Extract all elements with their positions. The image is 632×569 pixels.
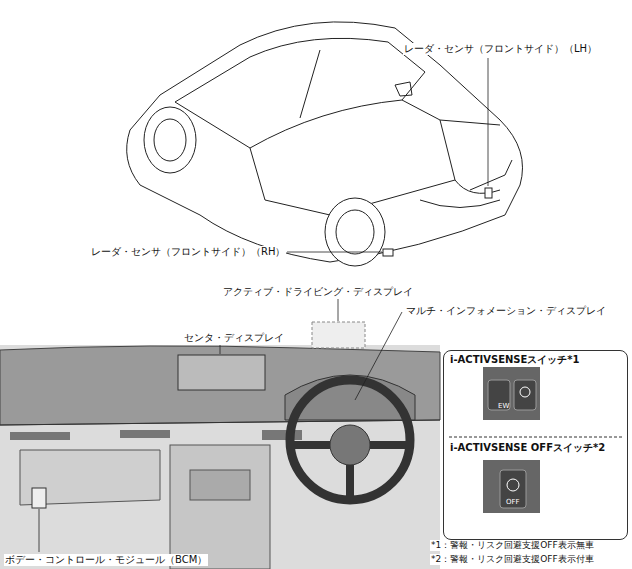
part-label: レーダ・センサ（フロントサイド）（LH） <box>403 43 598 55</box>
footnote: *2：警報・リスク回避支援OFF表示付車 <box>430 554 595 565</box>
footnote: *1：警報・リスク回避支援OFF表示無車 <box>430 540 595 551</box>
part-label: アクティブ・ドライビング・ディスプレイ <box>222 286 414 298</box>
switch-text: EW <box>497 402 510 410</box>
switch-images <box>449 367 622 513</box>
part-label: マルチ・インフォメーション・ディスプレイ <box>405 305 607 317</box>
car-drawing <box>127 22 523 266</box>
switch-heading: i-ACTIVSENSE OFFスイッチ*2 <box>450 442 605 454</box>
dashboard-drawing <box>0 322 440 569</box>
switch-text: OFF <box>505 498 521 506</box>
part-label: センタ・ディスプレイ <box>183 332 285 344</box>
inset-panel: i-ACTIVSENSEスイッチ*1 i-ACTIVSENSE OFFスイッチ*2 <box>443 350 628 540</box>
part-label: レーダ・センサ（フロントサイド）（RH） <box>90 246 286 258</box>
switch-heading: i-ACTIVSENSEスイッチ*1 <box>450 354 580 366</box>
part-label: ボデー・コントロール・モジュール（BCM） <box>4 554 208 566</box>
